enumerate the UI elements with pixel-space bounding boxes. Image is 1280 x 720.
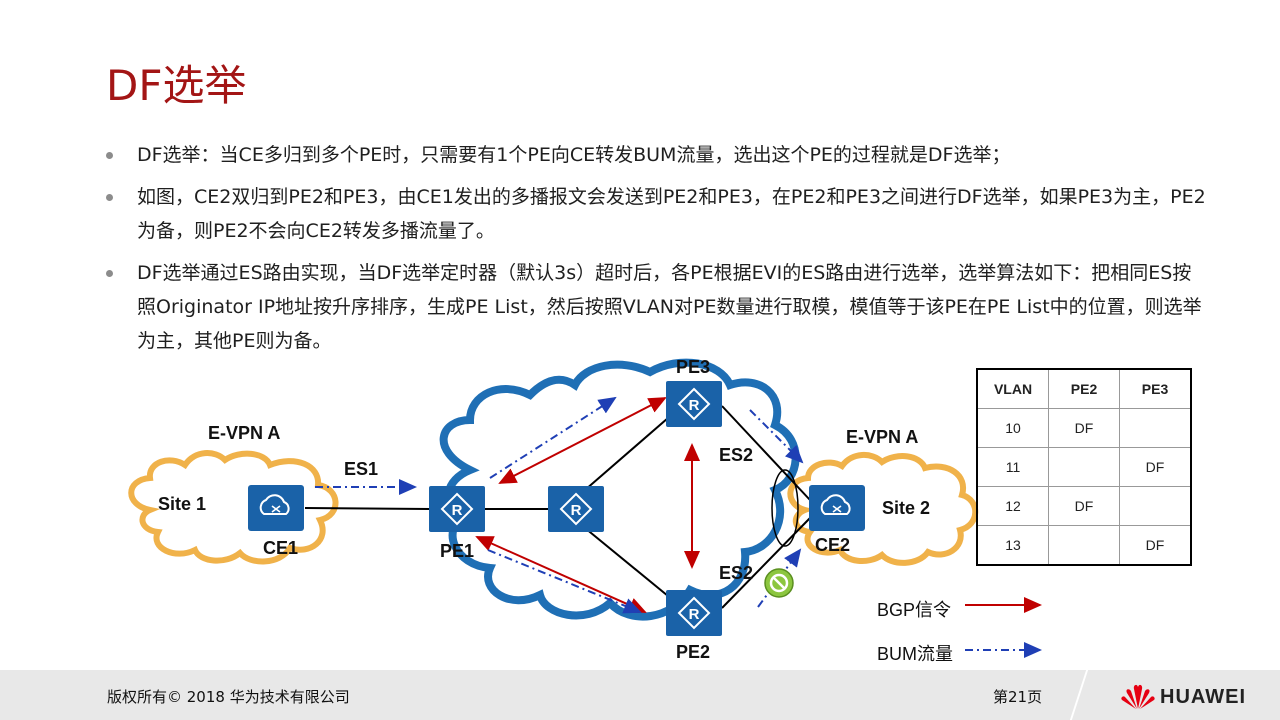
- table-row: 12 DF: [976, 486, 1192, 526]
- pe1-label: PE1: [440, 541, 475, 561]
- evpn-left-label: E-VPN A: [208, 423, 281, 443]
- pe2-router-icon: [665, 589, 723, 637]
- legend-bgp-label: BGP信令: [877, 600, 952, 620]
- table-cell: 10: [976, 408, 1049, 448]
- site2-cloud: [787, 452, 979, 566]
- ce1-label: CE1: [263, 538, 299, 558]
- ce2-router-icon: [808, 484, 866, 532]
- slide-footer: 版权所有© 2018 华为技术有限公司 第21页: [0, 670, 1280, 720]
- footer-divider: [1069, 670, 1089, 720]
- pe1-router-icon: [428, 485, 486, 533]
- table-cell: [1119, 486, 1192, 526]
- bullet-dot-icon: [106, 194, 113, 201]
- bullet-dot-icon: [106, 152, 113, 159]
- huawei-logo-icon: [1121, 684, 1155, 709]
- blocked-icon: [764, 568, 794, 598]
- table-header-cell: VLAN: [976, 368, 1049, 409]
- table-cell: DF: [1048, 486, 1120, 526]
- evpn-right-label: E-VPN A: [846, 427, 919, 447]
- table-cell: [1119, 408, 1192, 448]
- network-diagram: R: [128, 358, 1042, 658]
- copyright-text: 版权所有© 2018 华为技术有限公司: [107, 688, 350, 706]
- table-cell: 13: [976, 525, 1049, 566]
- table-cell: [1048, 525, 1120, 566]
- es2-bottom-label: ES2: [719, 563, 754, 583]
- table-cell: DF: [1119, 447, 1192, 487]
- table-cell: [1048, 447, 1120, 487]
- table-cell: DF: [1119, 525, 1192, 566]
- es1-label: ES1: [344, 459, 379, 479]
- table-header-cell: PE3: [1119, 368, 1192, 409]
- pe3-label: PE3: [676, 357, 711, 377]
- site1-cloud: [128, 450, 339, 565]
- page-number: 第21页: [993, 688, 1043, 706]
- bullet-text: DF选举：当CE多归到多个PE时，只需要有1个PE向CE转发BUM流量，选出这个…: [137, 144, 1011, 166]
- table-cell: 11: [976, 447, 1049, 487]
- bullet-item: DF选举通过ES路由实现，当DF选举定时器（默认3s）超时后，各PE根据EVI的…: [106, 256, 1206, 358]
- table-row: 10 DF: [976, 408, 1192, 448]
- bullet-dot-icon: [106, 270, 113, 277]
- pe3-router-icon: [665, 380, 723, 428]
- es2-top-label: ES2: [719, 445, 754, 465]
- legend-bum-label: BUM流量: [877, 644, 953, 664]
- bullet-list: DF选举：当CE多归到多个PE时，只需要有1个PE向CE转发BUM流量，选出这个…: [106, 138, 1206, 366]
- pe2-label: PE2: [676, 642, 711, 662]
- bullet-text: 如图，CE2双归到PE2和PE3，由CE1发出的多播报文会发送到PE2和PE3，…: [137, 186, 1206, 242]
- site2-label: Site 2: [882, 498, 931, 518]
- es2-ellipse: [771, 469, 799, 547]
- table-cell: 12: [976, 486, 1049, 526]
- table-row: 11 DF: [976, 447, 1192, 487]
- slide-title: DF选举: [106, 61, 247, 110]
- table-header-cell: PE2: [1048, 368, 1120, 409]
- brand-name: HUAWEI: [1160, 686, 1246, 708]
- ce1-router-icon: [247, 484, 305, 532]
- bullet-item: DF选举：当CE多归到多个PE时，只需要有1个PE向CE转发BUM流量，选出这个…: [106, 138, 1206, 172]
- bullet-text: DF选举通过ES路由实现，当DF选举定时器（默认3s）超时后，各PE根据EVI的…: [137, 262, 1202, 352]
- p-router-icon: [547, 485, 605, 533]
- df-election-table: VLAN PE2 PE3 10 DF 11 DF 12 DF 13 DF: [976, 368, 1192, 566]
- table-cell: DF: [1048, 408, 1120, 448]
- table-header-row: VLAN PE2 PE3: [976, 368, 1192, 409]
- ce2-label: CE2: [815, 535, 851, 555]
- site1-label: Site 1: [158, 494, 207, 514]
- table-row: 13 DF: [976, 525, 1192, 566]
- bullet-item: 如图，CE2双归到PE2和PE3，由CE1发出的多播报文会发送到PE2和PE3，…: [106, 180, 1206, 248]
